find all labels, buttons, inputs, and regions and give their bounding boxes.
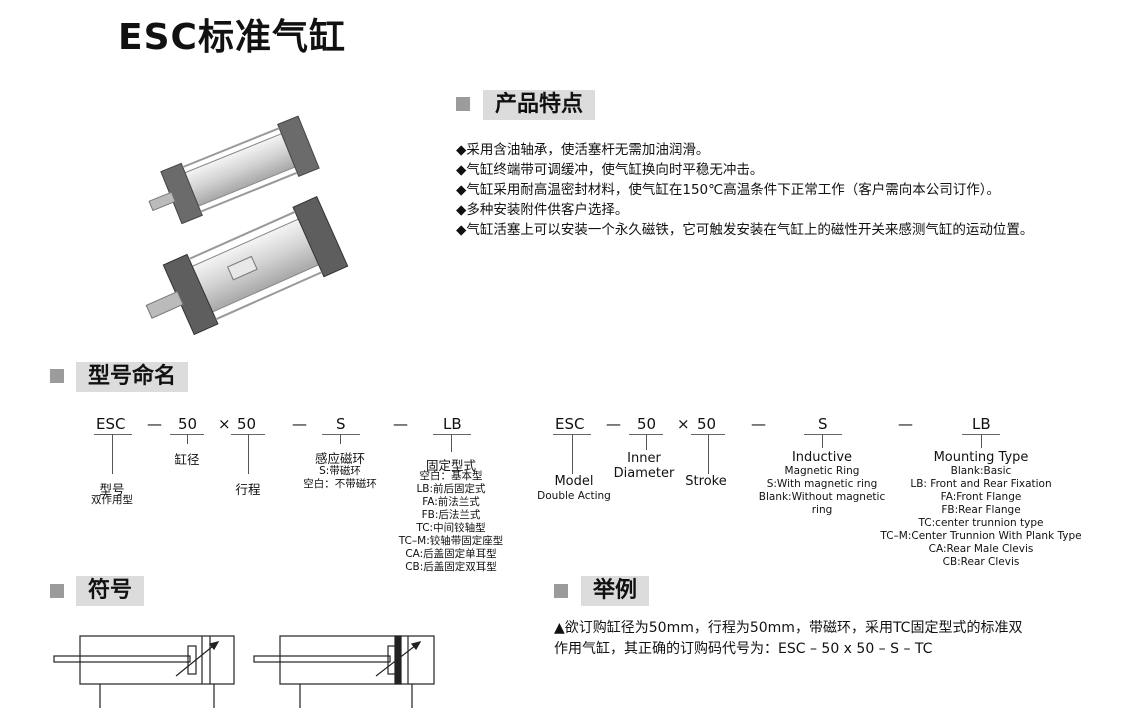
model-naming-heading: 型号命名: [76, 362, 189, 392]
mount-opt: LB:前后固定式: [416, 483, 486, 495]
mount-label: Mounting Type: [933, 450, 1029, 465]
mount-opt: CB:后盖固定双耳型: [405, 561, 497, 573]
leader-line: [646, 434, 647, 450]
stroke-label: Stroke: [685, 474, 727, 489]
magnet-sub: Magnetic Ring: [784, 465, 860, 477]
code-mount: LB: [443, 415, 462, 433]
leader-line: [572, 434, 573, 474]
leader-line: [451, 434, 452, 452]
magnet-opt: S:With magnetic ring: [766, 478, 878, 490]
code-esc: ESC: [555, 415, 585, 433]
mount-opt: 空白：基本型: [419, 470, 483, 482]
mount-opt: TC–M:铰轴带固定座型: [398, 535, 504, 547]
magnet-opt: Blank:Without magnetic ring: [758, 491, 886, 516]
code-dash: —: [292, 415, 307, 433]
code-esc: ESC: [96, 415, 126, 433]
magnet-label: Inductive: [791, 450, 853, 465]
cylinder-product-image: [145, 115, 349, 336]
code-magnet: S: [818, 415, 828, 433]
magnet-opt: S:带磁环: [319, 465, 361, 477]
cylinder-symbols: [53, 635, 435, 708]
features-heading: 产品特点: [483, 90, 596, 120]
feature-item: ◆气缸活塞上可以安装一个永久磁铁，它可触发安装在气缸上的磁性开关来感测气缸的运动…: [456, 222, 1034, 238]
leader-line: [340, 434, 341, 444]
mount-opt: TC–M:Center Trunnion With Plank Type: [880, 530, 1082, 542]
underline: [322, 434, 360, 435]
underline: [804, 434, 842, 435]
code-dash: —: [393, 415, 408, 433]
feature-item: ◆气缸采用耐高温密封材料，使气缸在150℃高温条件下正常工作（客户需向本公司订作…: [456, 182, 1001, 198]
mount-opt: FA:Front Flange: [940, 491, 1022, 503]
stroke-label: 行程: [235, 482, 261, 497]
mount-opt: TC:中间铰轴型: [416, 522, 486, 534]
mount-opt: LB: Front and Rear Fixation: [910, 478, 1052, 490]
mount-label: 固定型式: [425, 458, 476, 473]
code-mount: LB: [972, 415, 991, 433]
code-stroke: 50: [237, 415, 257, 433]
code-dash: —: [147, 415, 162, 433]
leader-line: [981, 434, 982, 448]
mount-opt: Blank:Basic: [950, 465, 1012, 477]
code-bore: 50: [637, 415, 657, 433]
feature-item: ◆采用含油轴承，使活塞杆无需加油润滑。: [456, 142, 710, 158]
mount-opt: CA:后盖固定单耳型: [405, 548, 497, 560]
code-bore: 50: [178, 415, 198, 433]
leader-line: [112, 434, 113, 474]
magnet-label: 感应磁环: [314, 451, 365, 466]
code-magnet: S: [336, 415, 346, 433]
example-heading: 举例: [581, 576, 650, 606]
symbol-heading: 符号: [76, 576, 145, 606]
bore-label: Diameter: [613, 466, 675, 481]
example-line: 作用气缸，其正确的订购码代号为：ESC – 50 x 50 – S – TC: [554, 641, 933, 657]
mount-opt: FB:Rear Flange: [941, 504, 1021, 516]
page-title: ESC标准气缸: [118, 17, 346, 58]
bore-label: Inner: [627, 451, 661, 466]
code-dash: —: [898, 415, 913, 433]
model-label: Model: [554, 474, 594, 489]
model-label: 型号: [99, 482, 125, 497]
underline: [94, 434, 132, 435]
feature-item: ◆气缸终端带可调缓冲，使气缸换向时平稳无冲击。: [456, 162, 764, 178]
code-stroke: 50: [697, 415, 717, 433]
magnet-opt: 空白：不带磁环: [303, 478, 377, 490]
section-marker: [456, 97, 470, 111]
section-marker: [554, 584, 568, 598]
code-times: ×: [677, 415, 690, 433]
model-sub: Double Acting: [537, 490, 611, 502]
leader-line: [248, 434, 249, 474]
section-marker: [50, 369, 64, 383]
leader-line: [187, 434, 188, 444]
bore-label: 缸径: [174, 452, 200, 467]
mount-opt: FB:后法兰式: [421, 509, 481, 521]
underline: [433, 434, 471, 435]
mount-opt: FA:前法兰式: [422, 496, 480, 508]
leader-line: [708, 434, 709, 474]
leader-line: [822, 434, 823, 448]
mount-opt: CA:Rear Male Clevis: [928, 543, 1034, 555]
code-times: ×: [218, 415, 231, 433]
mount-opt: TC:center trunnion type: [918, 517, 1044, 529]
section-marker: [50, 584, 64, 598]
example-line: ▲欲订购缸径为50mm，行程为50mm，带磁环，采用TC固定型式的标准双: [554, 620, 1023, 636]
mount-opt: CB:Rear Clevis: [942, 556, 1020, 568]
feature-item: ◆多种安装附件供客户选择。: [456, 202, 629, 218]
model-sub: 双作用型: [91, 494, 133, 506]
code-dash: —: [606, 415, 621, 433]
code-dash: —: [751, 415, 766, 433]
